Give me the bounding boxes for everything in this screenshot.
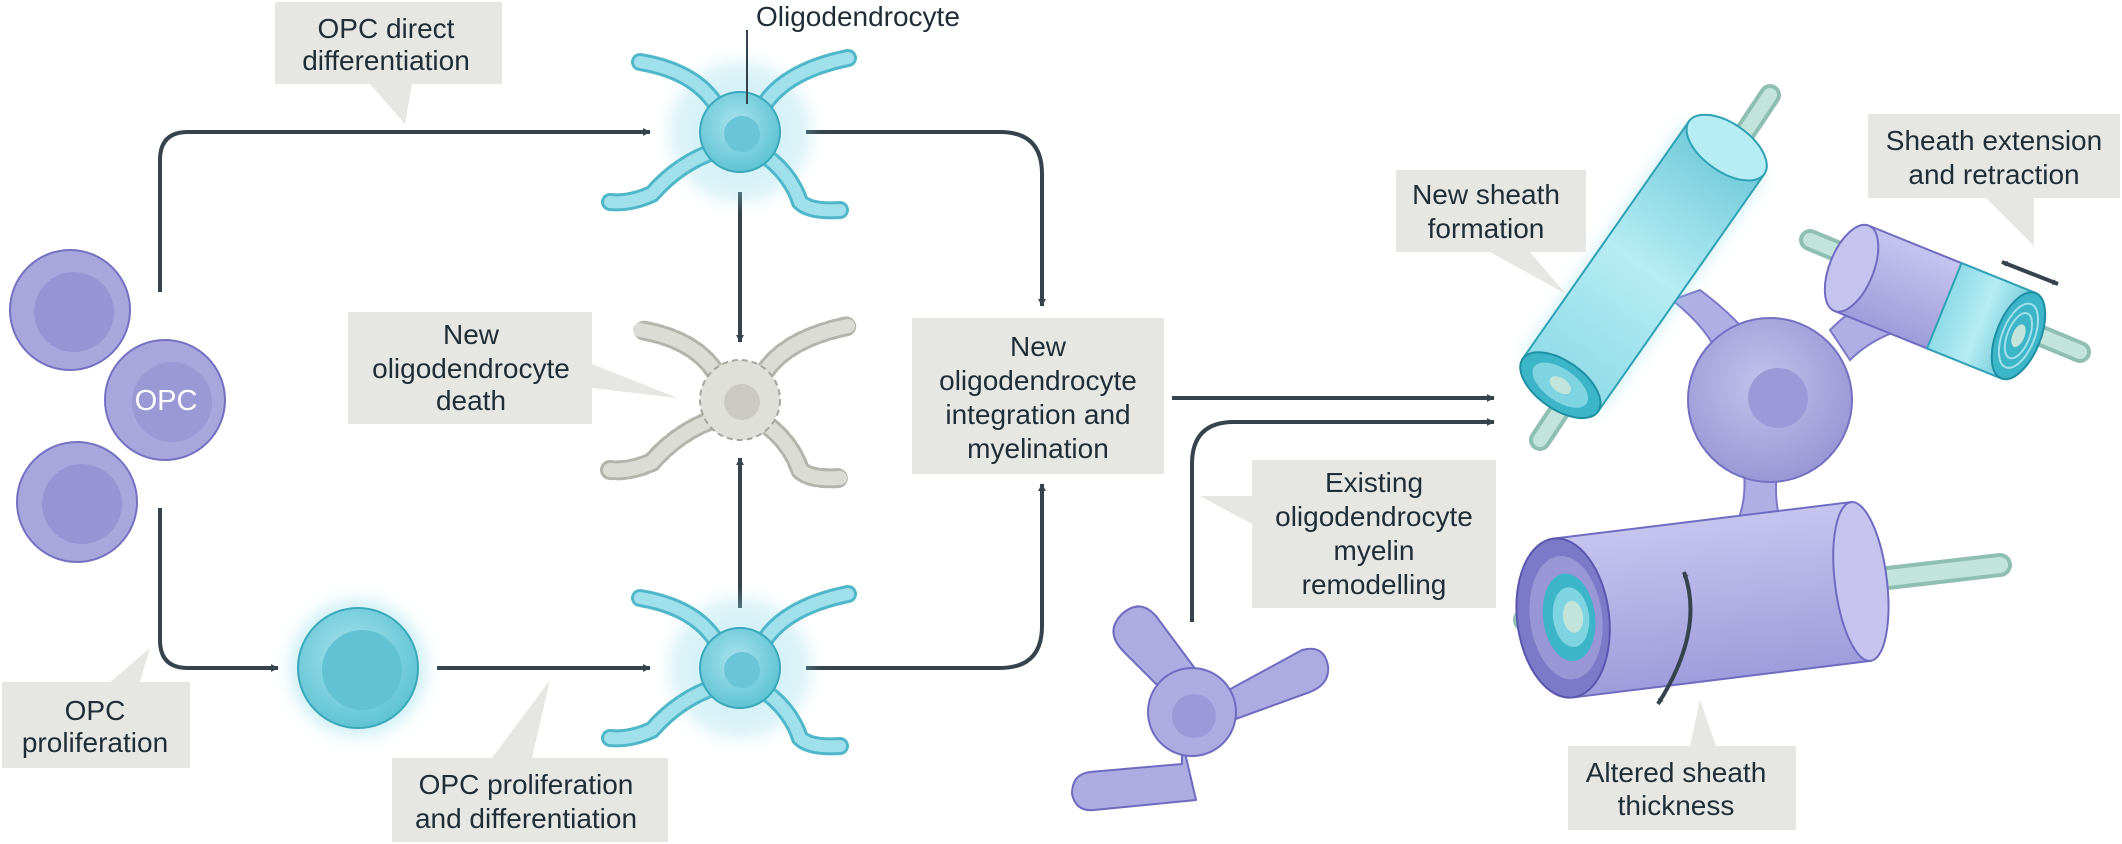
new-death-line-3: death	[436, 385, 506, 416]
oligodendrocyte-dying	[600, 316, 858, 489]
opc-proliferation-line-2: proliferation	[22, 727, 168, 758]
new-death-line-2: oligodendrocyte	[372, 353, 570, 384]
new-sheath-line-2: formation	[1428, 213, 1545, 244]
integration-line-3: integration and	[945, 399, 1130, 430]
integration-line-4: myelination	[967, 433, 1109, 464]
thick-sheath	[1515, 500, 1890, 699]
arrow-top-oligodendrocyte-to-integration	[806, 130, 1046, 307]
altered-line-2: thickness	[1618, 790, 1735, 821]
opc-prolif-diff-line-1: OPC proliferation	[419, 769, 634, 800]
proliferating-opc	[290, 600, 426, 736]
existing-line-4: remodelling	[1302, 569, 1447, 600]
myelinating-cell-nucleus	[1748, 368, 1808, 428]
existing-line-1: Existing	[1325, 467, 1423, 498]
arrow-bottom-oligodendrocyte-to-integration	[806, 483, 1046, 670]
label-existing-remodelling: Existing oligodendrocyte myelin remodell…	[1200, 460, 1496, 608]
label-opc-proliferation: OPC proliferation	[2, 648, 190, 768]
label-new-sheath: New sheath formation	[1396, 170, 1586, 294]
label-new-death: New oligodendrocyte death	[348, 312, 678, 424]
opc-cluster: OPC	[9, 249, 226, 563]
label-opc-direct-differentiation: OPC direct differentiation	[275, 2, 502, 124]
arrow-existing-to-myelin	[1190, 418, 1495, 622]
new-sheath-line-1: New sheath	[1412, 179, 1560, 210]
arrow-opc-to-proliferating-opc	[158, 508, 279, 672]
oligodendrocyte-top	[601, 49, 857, 220]
label-sheath-extension: Sheath extension and retraction	[1868, 114, 2120, 246]
sheath-extension-line-2: and retraction	[1908, 159, 2079, 190]
existing-oligodendrocyte	[1071, 605, 1330, 812]
oligodendrocyte-bottom	[601, 585, 857, 756]
label-integration: New oligodendrocyte integration and myel…	[912, 318, 1164, 474]
label-altered-thickness: Altered sheath thickness	[1568, 700, 1796, 830]
opc-direct-line-1: OPC direct	[318, 13, 455, 44]
extending-sheath	[1823, 223, 2047, 381]
opc-cell-top-nucleus	[34, 272, 114, 352]
new-death-line-1: New	[443, 319, 500, 350]
arrows	[158, 128, 1495, 672]
oligodendrocyte-label: Oligodendrocyte	[756, 1, 960, 32]
existing-line-3: myelin	[1334, 535, 1415, 566]
arrow-opc-to-oligodendrocyte	[158, 128, 651, 292]
existing-line-2: oligodendrocyte	[1275, 501, 1473, 532]
integration-line-1: New	[1010, 331, 1067, 362]
thickness-arrow	[1656, 571, 1693, 706]
opc-cell-label: OPC	[135, 385, 198, 417]
opc-proliferation-line-1: OPC	[65, 695, 126, 726]
extension-arrow	[2001, 260, 2059, 286]
altered-line-1: Altered sheath	[1586, 757, 1767, 788]
sheath-extension-line-1: Sheath extension	[1886, 125, 2102, 156]
label-opc-prolif-diff: OPC proliferation and differentiation	[392, 680, 668, 842]
opc-cell-bottom-nucleus	[42, 464, 122, 544]
myelination-illustration	[1513, 84, 2091, 706]
integration-line-2: oligodendrocyte	[939, 365, 1137, 396]
new-sheath	[1519, 113, 1768, 420]
opc-cell-main-nucleus	[132, 362, 212, 442]
opc-direct-line-2: differentiation	[302, 45, 470, 76]
opc-prolif-diff-line-2: and differentiation	[415, 803, 637, 834]
